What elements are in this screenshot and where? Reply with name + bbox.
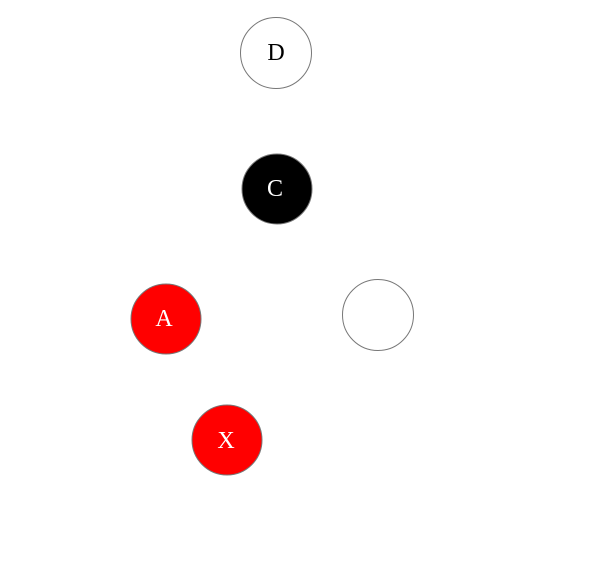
node-a: A	[130, 283, 202, 355]
node-d-label: D	[267, 40, 284, 66]
node-x: X	[191, 404, 263, 476]
node-a-circle	[130, 283, 202, 355]
node-x-label: X	[217, 428, 234, 454]
node-a-label: A	[155, 306, 173, 332]
node-d: D	[240, 17, 312, 89]
node-x-circle	[191, 404, 263, 476]
node-c-circle	[241, 153, 313, 225]
node-c-label: C	[267, 176, 283, 202]
node-empty-circle	[342, 279, 414, 351]
node-d-circle	[240, 17, 312, 89]
node-c: C	[241, 153, 313, 225]
node-empty	[342, 279, 414, 351]
